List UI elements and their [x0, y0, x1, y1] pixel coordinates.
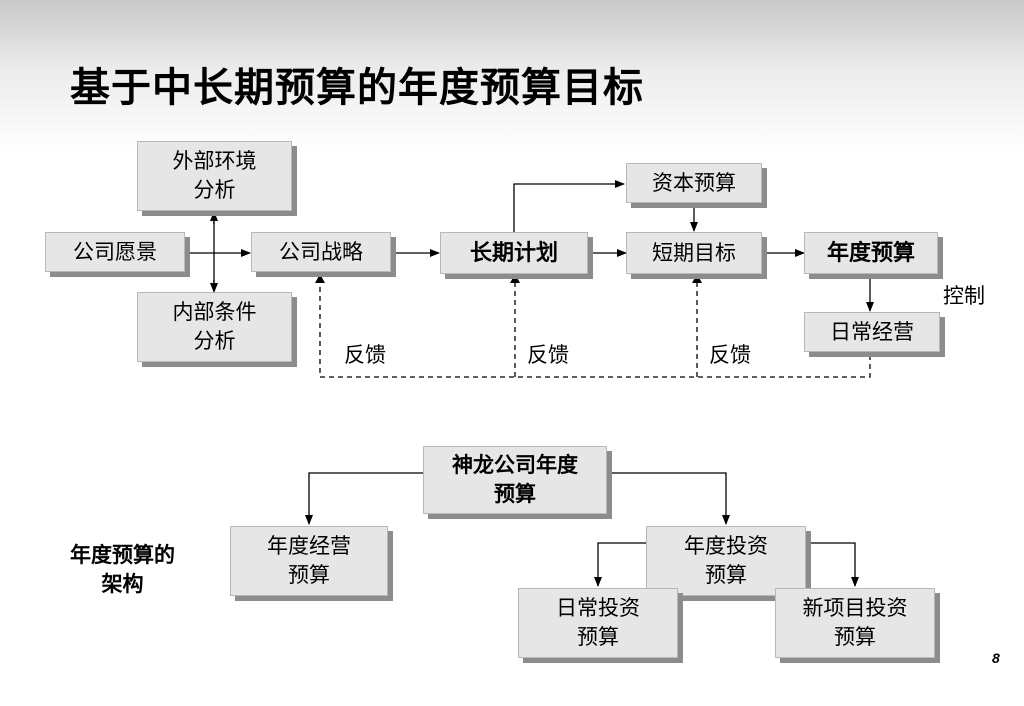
feedback-label-1: 反馈 [344, 343, 386, 367]
daily-investment-box: 日常投资 预算 [518, 588, 678, 658]
feedback-arrowhead-goal [692, 274, 702, 283]
short-term-goal-box: 短期目标 [626, 232, 762, 274]
page-number: 8 [992, 650, 1000, 666]
root-to-operating-arrow [305, 472, 423, 525]
capital-budget-box: 资本预算 [626, 163, 762, 203]
control-label: 控制 [943, 284, 985, 308]
root-budget-box: 神龙公司年度 预算 [423, 446, 607, 514]
feedback-loop-line [319, 276, 871, 378]
annual-budget-box: 年度预算 [804, 232, 938, 274]
company-vision-box: 公司愿景 [45, 232, 185, 272]
investment-to-newproject-arrow [806, 542, 859, 587]
long-term-plan-box: 长期计划 [440, 232, 588, 274]
structure-label: 年度预算的 架构 [70, 543, 175, 596]
plan-to-capital-arrow [513, 180, 625, 233]
internal-cond-box: 内部条件 分析 [137, 292, 292, 362]
annual-operating-box: 年度经营 预算 [230, 526, 388, 596]
page-title: 基于中长期预算的年度预算目标 [70, 65, 644, 111]
feedback-arrowhead-plan [510, 274, 520, 283]
annual-investment-box: 年度投资 预算 [646, 526, 806, 596]
feedback-arrowhead-strategy [315, 274, 325, 283]
company-strategy-box: 公司战略 [251, 232, 391, 272]
external-env-box: 外部环境 分析 [137, 141, 292, 211]
feedback-label-3: 反馈 [709, 343, 751, 367]
feedback-label-2: 反馈 [527, 343, 569, 367]
new-project-investment-box: 新项目投资 预算 [775, 588, 935, 658]
root-to-investment-arrow [607, 472, 730, 525]
daily-operations-box: 日常经营 [804, 312, 940, 352]
investment-to-daily-arrow [594, 542, 646, 587]
